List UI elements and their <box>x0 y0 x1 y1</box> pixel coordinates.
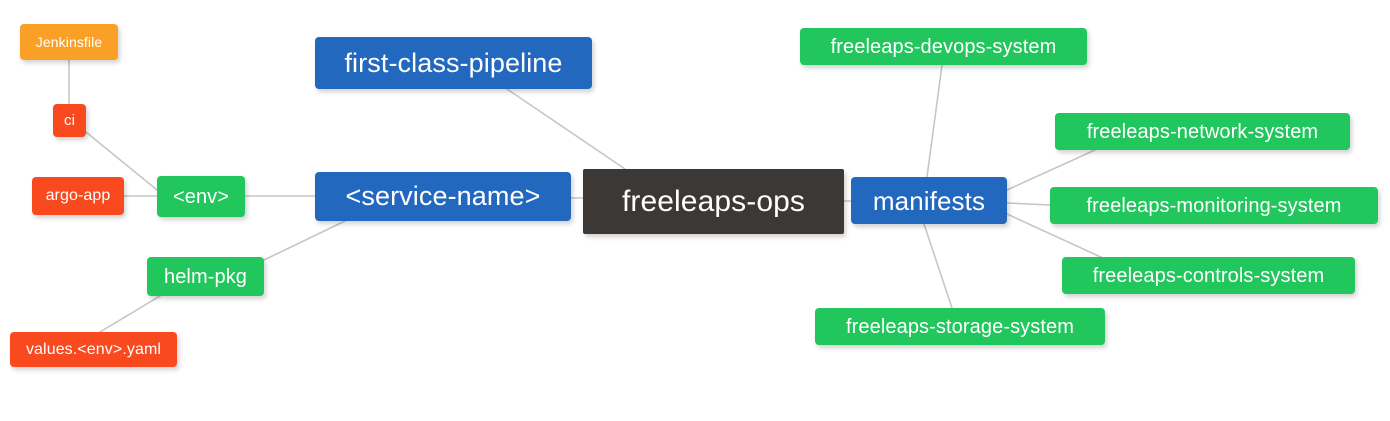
node-freeleaps-ops[interactable]: freeleaps-ops <box>583 169 844 234</box>
node-jenkinsfile[interactable]: Jenkinsfile <box>20 24 118 60</box>
node-label-argo-app: argo-app <box>45 187 111 204</box>
node-label-manifests: manifests <box>872 185 986 216</box>
edge-manifests-to-freeleaps-network-system <box>1006 149 1096 191</box>
edge-helm-pkg-to-values-yaml <box>99 295 161 333</box>
node-ci[interactable]: ci <box>53 104 86 137</box>
node-label-freeleaps-ops: freeleaps-ops <box>621 184 806 218</box>
node-label-freeleaps-monitoring-system: freeleaps-monitoring-system <box>1086 194 1342 217</box>
node-freeleaps-devops-system[interactable]: freeleaps-devops-system <box>800 28 1087 65</box>
node-label-first-class-pipeline: first-class-pipeline <box>344 47 563 78</box>
node-label-service-name: <service-name> <box>345 181 541 211</box>
node-label-jenkinsfile: Jenkinsfile <box>35 34 103 50</box>
node-label-freeleaps-storage-system: freeleaps-storage-system <box>845 315 1075 338</box>
edge-service-name-to-helm-pkg <box>263 220 346 261</box>
edge-first-class-pipeline-to-freeleaps-ops <box>506 88 626 170</box>
node-env[interactable]: <env> <box>157 176 245 217</box>
node-label-freeleaps-network-system: freeleaps-network-system <box>1086 120 1319 143</box>
edge-manifests-to-freeleaps-storage-system <box>923 223 953 309</box>
node-label-env: <env> <box>172 185 230 208</box>
node-argo-app[interactable]: argo-app <box>32 177 124 215</box>
node-manifests[interactable]: manifests <box>851 177 1007 224</box>
edge-manifests-to-freeleaps-monitoring-system <box>1006 202 1051 206</box>
node-service-name[interactable]: <service-name> <box>315 172 571 221</box>
node-label-freeleaps-controls-system: freeleaps-controls-system <box>1092 264 1325 287</box>
node-label-ci: ci <box>63 112 76 129</box>
node-label-freeleaps-devops-system: freeleaps-devops-system <box>830 35 1057 58</box>
node-freeleaps-storage-system[interactable]: freeleaps-storage-system <box>815 308 1105 345</box>
node-freeleaps-network-system[interactable]: freeleaps-network-system <box>1055 113 1350 150</box>
node-freeleaps-controls-system[interactable]: freeleaps-controls-system <box>1062 257 1355 294</box>
node-label-values-yaml: values.<env>.yaml <box>25 340 162 358</box>
node-first-class-pipeline[interactable]: first-class-pipeline <box>315 37 592 89</box>
node-helm-pkg[interactable]: helm-pkg <box>147 257 264 296</box>
edge-manifests-to-freeleaps-devops-system <box>926 64 943 178</box>
node-label-helm-pkg: helm-pkg <box>163 265 248 288</box>
node-values-yaml[interactable]: values.<env>.yaml <box>10 332 177 367</box>
node-freeleaps-monitoring-system[interactable]: freeleaps-monitoring-system <box>1050 187 1378 224</box>
